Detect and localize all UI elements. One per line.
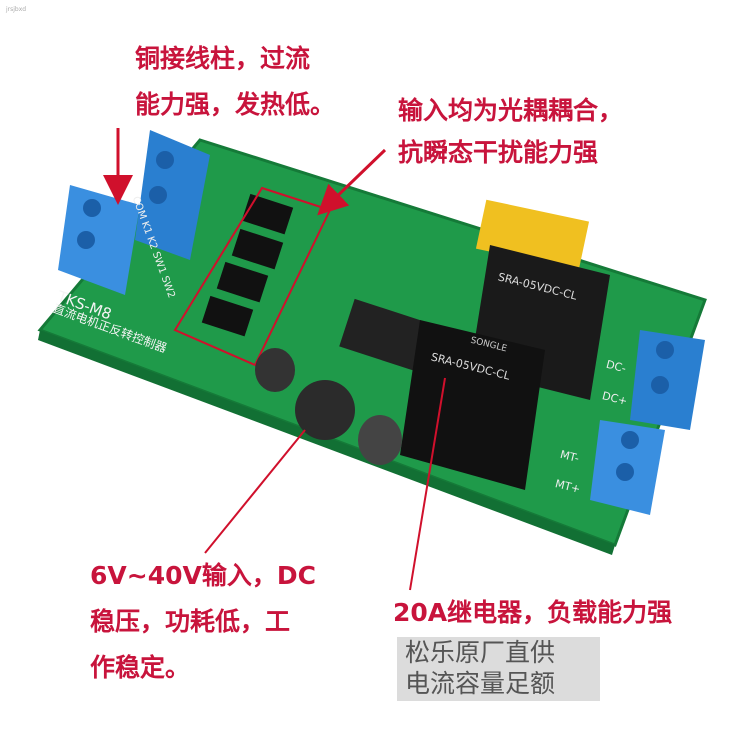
electrolytic-capacitors — [255, 348, 402, 465]
annotation-terminals: 铜接线柱，过流 能力强，发热低。 — [135, 36, 335, 128]
annotation-line: 输入均为光耦耦合， — [398, 96, 624, 125]
relays — [400, 245, 610, 490]
regulator-chip — [339, 298, 431, 372]
annotation-relay: 20A继电器，负载能力强 — [393, 598, 673, 627]
annotation-optocoupler: 输入均为光耦耦合， 抗瞬态干扰能力强 — [398, 90, 623, 174]
supplier-line: 松乐原厂直供 — [405, 638, 556, 667]
annotation-line: 6V~40V输入，DC — [90, 561, 316, 590]
supplier-line: 电流容量足额 — [405, 669, 556, 698]
annotation-line: 抗瞬态干扰能力强 — [398, 138, 599, 167]
supplier-box: 松乐原厂直供 电流容量足额 — [397, 637, 600, 701]
annotation-line: 铜接线柱，过流 — [135, 44, 311, 73]
annotation-regulator: 6V~40V输入，DC 稳压，功耗低，工 作稳定。 — [90, 553, 316, 691]
arrow-regulator — [204, 429, 306, 554]
annotation-line: 作稳定。 — [90, 653, 191, 682]
arrow-optocoupler — [317, 148, 387, 216]
arrow-relay — [409, 377, 446, 591]
annotation-line: 能力强，发热低。 — [135, 90, 336, 119]
optocouplers — [173, 186, 332, 367]
watermark: jrsjbxd — [6, 6, 27, 13]
right-terminal-blocks — [590, 330, 705, 515]
left-terminal-blocks — [58, 130, 210, 295]
annotation-line: 稳压，功耗低，工 — [90, 607, 291, 636]
